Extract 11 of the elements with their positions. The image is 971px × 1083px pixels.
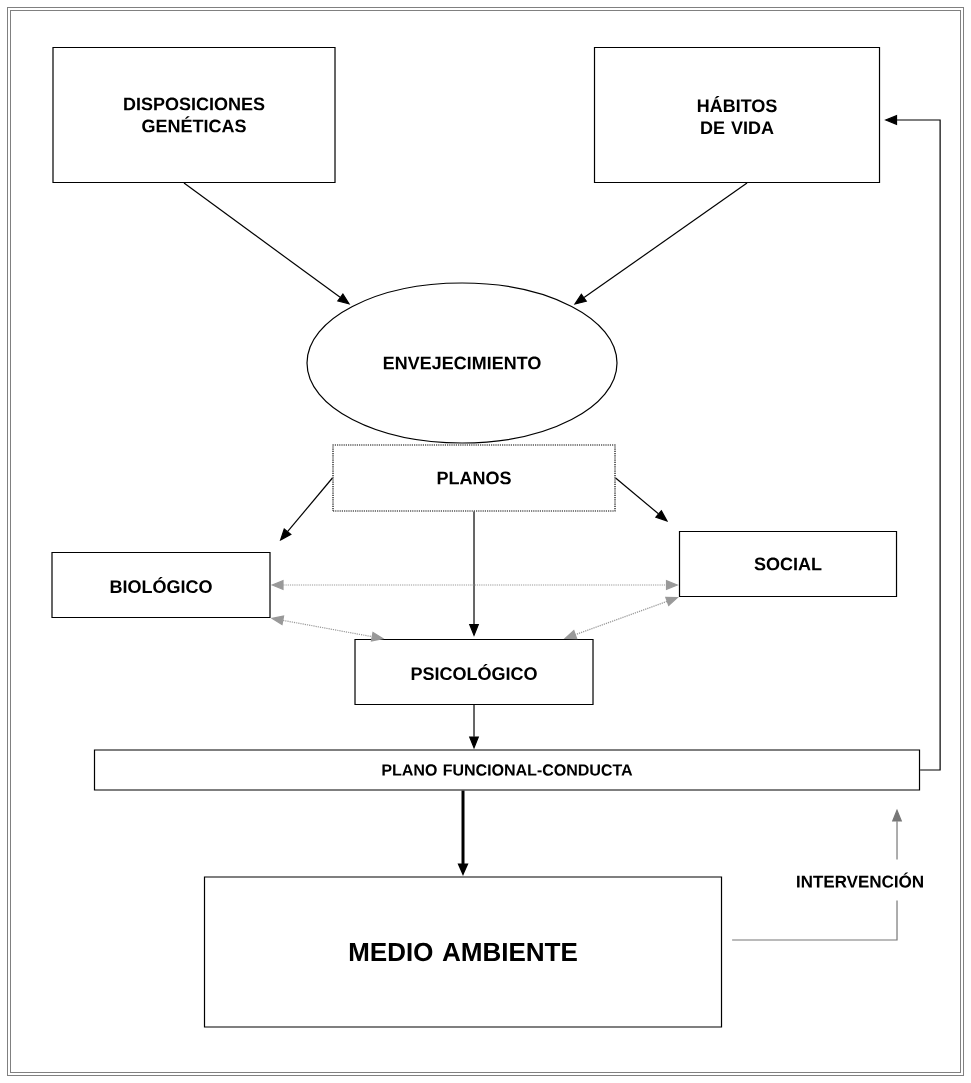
text-label: INTERVENCIÓN [797,872,923,888]
process-box: PLANO FUNCIONAL-CONDUCTA [93,749,921,791]
process-box: BIOLÓGICO [51,551,271,619]
process-box: PSICOLÓGICO [354,638,594,706]
process-box: DISPOSICIONES GENÉTICAS [52,46,336,184]
dotted-box: PLANOS [332,444,616,512]
oval-node: ENVEJECIMIENTO [306,282,618,444]
process-box: MEDIO AMBIENTE [203,876,723,1028]
process-box: SOCIAL [678,530,898,598]
connector-line [731,900,898,941]
process-box: HÁBITOS DE VIDA [593,46,881,184]
